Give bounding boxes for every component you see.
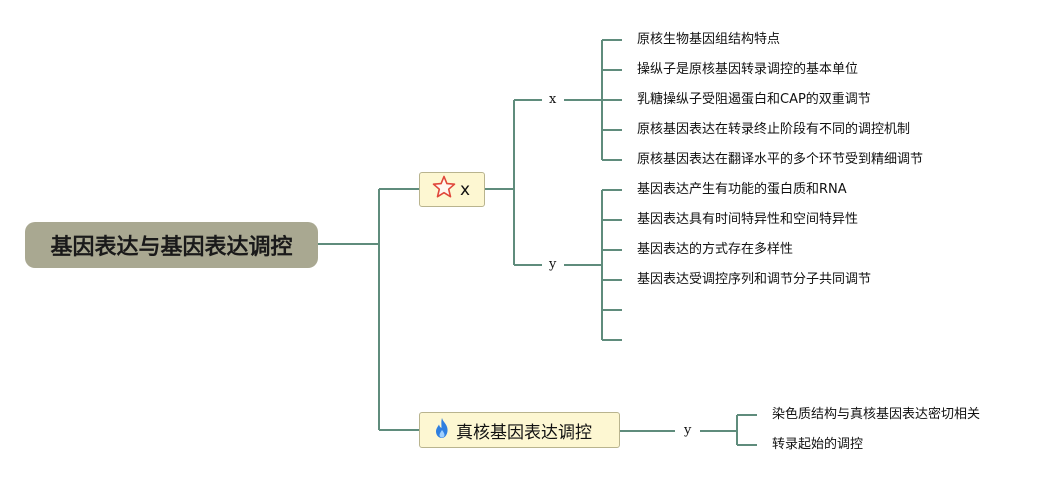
leaf-item[interactable]: 转录起始的调控 — [772, 437, 864, 452]
leaf-item[interactable]: 基因表达的方式存在多样性 — [637, 242, 794, 257]
leaf-item[interactable]: 基因表达受调控序列和调节分子共同调节 — [637, 272, 872, 287]
leaf-item[interactable]: 基因表达具有时间特异性和空间特异性 — [637, 212, 859, 227]
branch2-node[interactable]: 真核基因表达调控 — [419, 412, 620, 448]
branch1-label: x — [460, 179, 471, 200]
root-label: 基因表达与基因表达调控 — [50, 235, 293, 260]
branch1-node[interactable]: x — [419, 172, 485, 207]
star-icon — [432, 175, 456, 204]
leaf-item[interactable]: 乳糖操纵子受阻遏蛋白和CAP的双重调节 — [637, 92, 871, 107]
leaf-item[interactable]: 基因表达产生有功能的蛋白质和RNA — [637, 182, 847, 197]
branch2-label: 真核基因表达调控 — [456, 422, 592, 443]
subtopic-x[interactable]: x — [549, 92, 557, 107]
leaf-item[interactable]: 原核基因表达在翻译水平的多个环节受到精细调节 — [637, 152, 924, 167]
root-node[interactable]: 基因表达与基因表达调控 — [25, 222, 318, 268]
subtopic-y[interactable]: y — [684, 423, 692, 438]
subtopic-y[interactable]: y — [549, 257, 557, 272]
leaf-item[interactable]: 操纵子是原核基因转录调控的基本单位 — [637, 62, 859, 77]
leaf-item[interactable]: 原核基因表达在转录终止阶段有不同的调控机制 — [637, 122, 911, 137]
leaf-item[interactable]: 染色质结构与真核基因表达密切相关 — [772, 407, 981, 422]
leaf-item[interactable]: 原核生物基因组结构特点 — [637, 32, 781, 47]
fire-icon — [432, 417, 452, 444]
